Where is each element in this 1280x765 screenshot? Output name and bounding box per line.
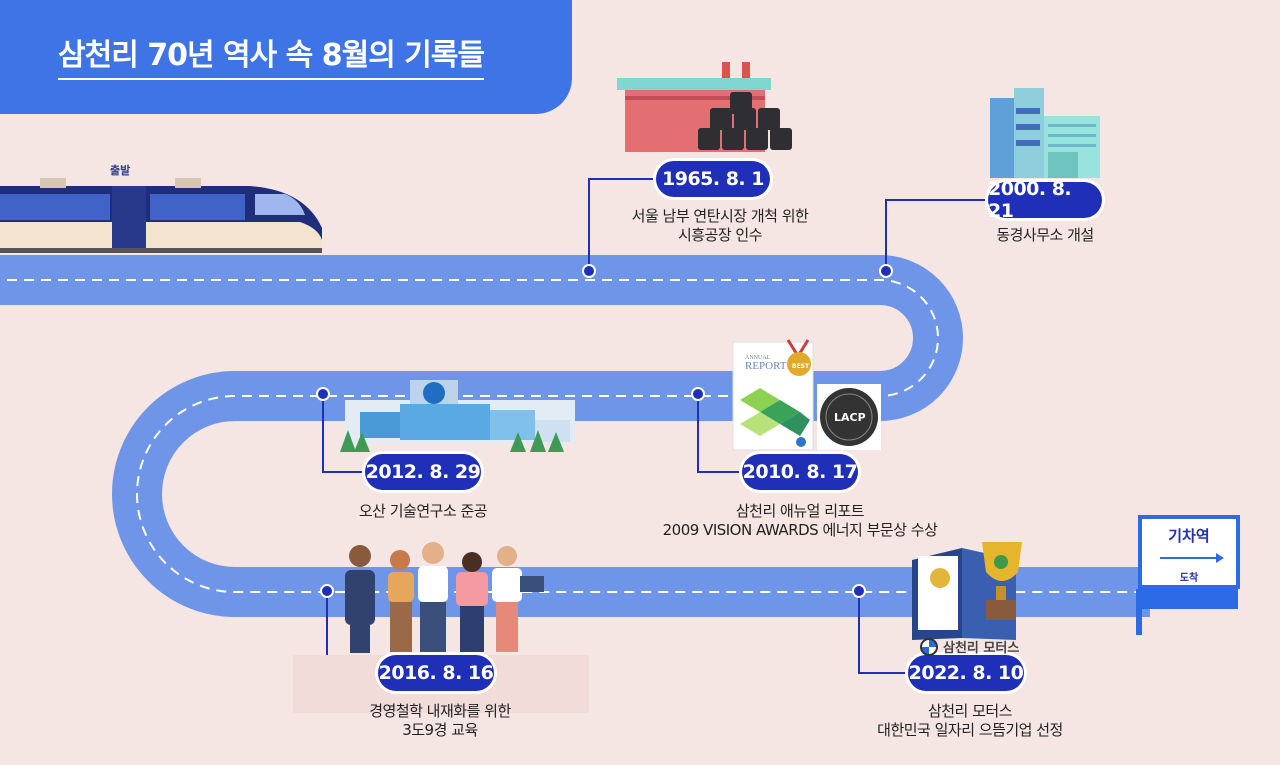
arrow-right-icon bbox=[1216, 553, 1224, 563]
event-desc-2016: 경영철학 내재화를 위한 3도9경 교육 bbox=[369, 702, 511, 739]
station-sub: 도착 bbox=[1179, 573, 1199, 584]
station-post bbox=[1136, 589, 1142, 635]
factory-illustration bbox=[617, 62, 792, 152]
bmw-logo-icon bbox=[920, 637, 938, 656]
research-center-illustration bbox=[340, 380, 575, 452]
date-pill-2012: 2012. 8. 29 bbox=[365, 454, 481, 490]
date-pill-1965: 1965. 8. 1 bbox=[656, 161, 770, 197]
station-title: 기차역 bbox=[1168, 527, 1210, 545]
station-sign: 기차역 도착 bbox=[1138, 515, 1240, 589]
station-base bbox=[1136, 589, 1238, 609]
page-title: 삼천리 70년 역사 속 8월의 기록들 bbox=[58, 30, 485, 80]
lacp-seal-text: LACP bbox=[834, 411, 866, 424]
node-1965 bbox=[582, 264, 596, 278]
event-desc-2000: 동경사무소 개설 bbox=[996, 226, 1094, 244]
annual-report-illustration: ANNUAL REPORT BEST LACP bbox=[732, 339, 881, 451]
date-pill-2022: 2022. 8. 10 bbox=[908, 655, 1024, 691]
date-pill-2010: 2010. 8. 17 bbox=[742, 454, 858, 490]
event-desc-1965: 서울 남부 연탄시장 개척 위한 시흥공장 인수 bbox=[631, 207, 809, 244]
event-desc-2022: 삼천리 모터스 대한민국 일자리 으뜸기업 선정 bbox=[877, 702, 1063, 739]
staff-group-illustration bbox=[345, 542, 544, 653]
report-line1-text: ANNUAL bbox=[745, 355, 771, 361]
station-arrow-line bbox=[1160, 557, 1218, 559]
start-label: 출발 bbox=[110, 164, 131, 177]
trophy-award-illustration bbox=[912, 542, 1022, 640]
event-desc-2012: 오산 기술연구소 준공 bbox=[358, 502, 488, 520]
date-pill-2016: 2016. 8. 16 bbox=[378, 655, 494, 691]
train-illustration bbox=[0, 178, 322, 253]
node-2016 bbox=[320, 584, 334, 598]
office-building-illustration bbox=[990, 88, 1100, 178]
title-banner: 삼천리 70년 역사 속 8월의 기록들 bbox=[0, 0, 572, 114]
node-2012 bbox=[316, 387, 330, 401]
report-line2-text: REPORT bbox=[745, 360, 787, 372]
brand-label: 삼천리 모터스 bbox=[920, 637, 1019, 656]
date-pill-2000: 2000. 8. 21 bbox=[988, 178, 1102, 222]
best-badge-text: BEST bbox=[792, 363, 810, 370]
node-2000 bbox=[879, 264, 893, 278]
node-2010 bbox=[691, 387, 705, 401]
event-desc-2010: 삼천리 애뉴얼 리포트 2009 VISION AWARDS 에너지 부문상 수… bbox=[662, 502, 938, 539]
node-2022 bbox=[852, 584, 866, 598]
